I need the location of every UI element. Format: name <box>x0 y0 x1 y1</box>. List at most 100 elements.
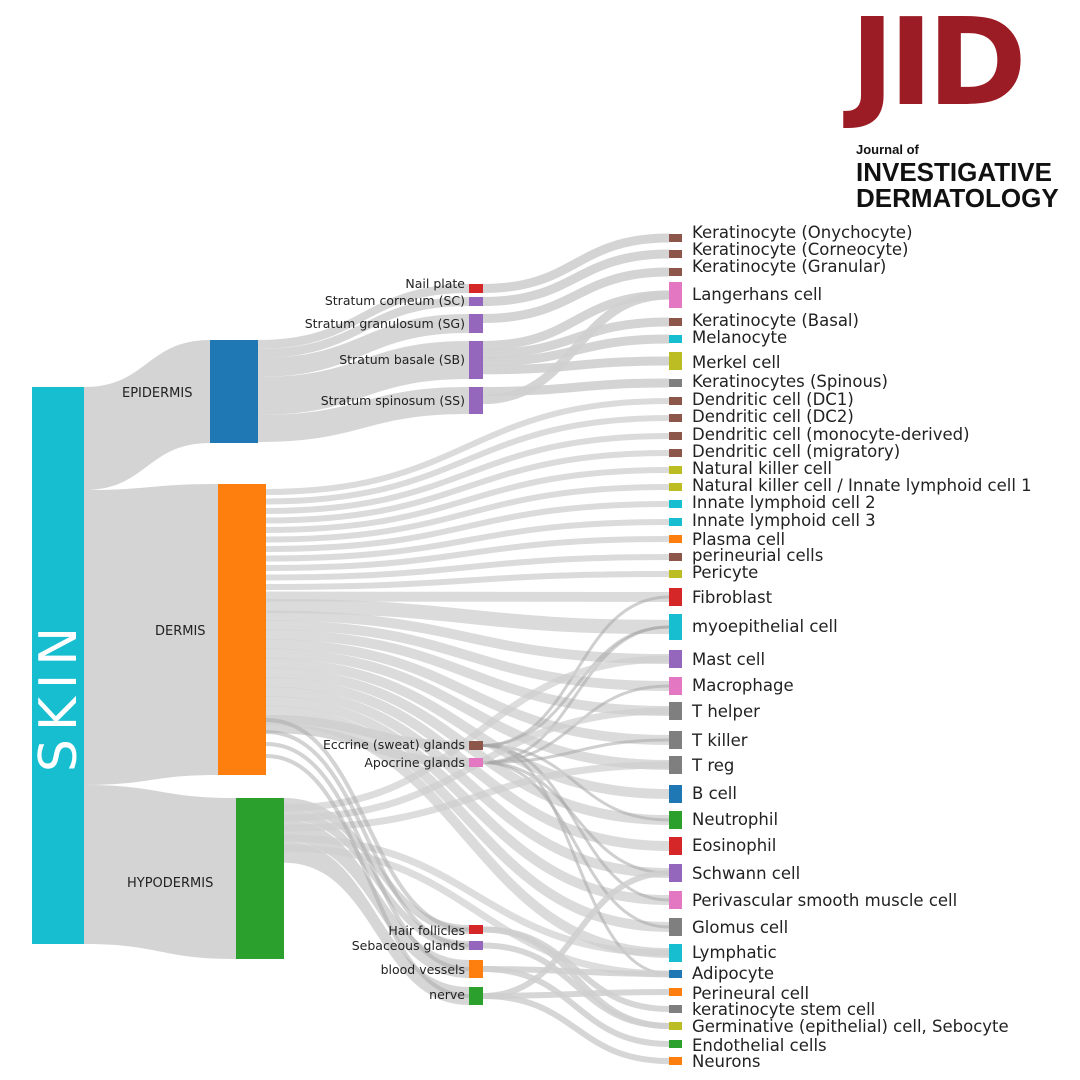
logo-journal-of: Journal of <box>856 142 919 157</box>
root-flows <box>84 340 236 959</box>
flow-epidermis-to-sb <box>258 341 469 415</box>
flow-sb-to-cell-4 <box>482 317 670 359</box>
sg-label: Stratum granulosum (SG) <box>305 316 465 331</box>
cell-node-keratinocyte-basal <box>669 318 682 326</box>
flow-dermis-to-cell-28 <box>265 677 670 851</box>
eccrine-node <box>469 741 483 750</box>
cell-node-plasma-cell <box>669 535 682 543</box>
eccrine-label: Eccrine (sweat) glands <box>323 737 465 752</box>
ss-label: Stratum spinosum (SS) <box>321 393 465 408</box>
cell-label-neurons: Neurons <box>692 1052 761 1071</box>
cell-node-b-cell <box>669 785 682 803</box>
logo-line-dermatology: DERMATOLOGY <box>856 183 1059 213</box>
flow-apocrine-to-cell-31 <box>482 761 670 929</box>
cell-label-dendritic-cell-dc2: Dendritic cell (DC2) <box>692 407 854 426</box>
flow-vessels-to-cell-37 <box>482 966 670 1047</box>
cell-label-t-reg: T reg <box>691 756 734 775</box>
flow-dermis-to-cell-12 <box>265 467 670 533</box>
cell-label-perivascular-smooth-muscle-cell: Perivascular smooth muscle cell <box>692 891 957 910</box>
flow-dermis-to-cell-8 <box>265 398 670 495</box>
flow-dermis-to-sebaceous <box>265 730 470 948</box>
cell-label-fibroblast: Fibroblast <box>692 588 773 607</box>
cell-node-natural-killer-cell <box>669 466 682 474</box>
nerve-label: nerve <box>429 987 465 1002</box>
nail-node <box>469 284 483 293</box>
flow-epidermis-to-nail <box>258 284 469 349</box>
flow-skin-to-hypodermis <box>84 785 236 959</box>
cell-label-t-killer: T killer <box>691 731 748 750</box>
cell-label-natural-killer-cell-innate-lymphoid-cell-1: Natural killer cell / Innate lymphoid ce… <box>692 476 1032 495</box>
cell-node-dendritic-cell-dc1 <box>669 397 682 405</box>
cell-node-perineural-cell <box>669 988 682 996</box>
cell-label-endothelial-cells: Endothelial cells <box>692 1036 827 1055</box>
cell-node-dendritic-cell-dc2 <box>669 414 682 422</box>
sc-node <box>469 297 483 306</box>
cell-node-dendritic-cell-monocyte-derived <box>669 432 682 440</box>
cell-node-endothelial-cells <box>669 1040 682 1048</box>
sg-node <box>469 314 483 333</box>
cell-node-myoepithelial-cell <box>669 614 682 640</box>
flow-epidermis-to-sg <box>258 314 469 377</box>
cell-label-germinative-epithelial-cell-sebocyte: Germinative (epithelial) cell, Sebocyte <box>692 1017 1009 1036</box>
flow-sg-to-cell-2 <box>482 267 670 323</box>
cell-node-neurons <box>669 1057 682 1065</box>
sb-label: Stratum basale (SB) <box>339 352 465 367</box>
flow-dermis-to-cell-25 <box>265 648 670 770</box>
cell-label-schwann-cell: Schwann cell <box>692 864 800 883</box>
hypodermis-label: HYPODERMIS <box>127 876 213 891</box>
cell-node-merkel-cell <box>669 352 682 370</box>
flow-epidermis-to-sc <box>258 297 469 358</box>
flow-dermis-to-vessels <box>265 742 470 971</box>
cell-label-eosinophil: Eosinophil <box>692 836 776 855</box>
flow-dermis-to-cell-29 <box>265 686 670 878</box>
flow-skin-to-dermis <box>84 484 218 785</box>
flow-nerve-to-cell-38 <box>482 993 670 1064</box>
cell-node-keratinocytes-spinous <box>669 379 682 387</box>
cell-label-langerhans-cell: Langerhans cell <box>692 285 822 304</box>
nodes <box>32 234 682 1065</box>
cell-label-glomus-cell: Glomus cell <box>692 918 788 937</box>
cell-label-macrophage: Macrophage <box>692 676 794 695</box>
cell-node-schwann-cell <box>669 864 682 882</box>
cell-label-merkel-cell: Merkel cell <box>692 353 781 372</box>
epidermis-label: EPIDERMIS <box>122 386 192 401</box>
flow-dermis-to-cell-13 <box>265 484 670 543</box>
cell-label-keratinocyte-onychocyte: Keratinocyte (Onychocyte) <box>692 223 913 242</box>
apocrine-node <box>469 758 483 767</box>
cell-node-melanocyte <box>669 335 682 343</box>
cell-node-adipocyte <box>669 970 682 978</box>
ss-node <box>469 387 483 414</box>
cell-node-macrophage <box>669 677 682 695</box>
cell-label-b-cell: B cell <box>692 784 737 803</box>
flow-nerve-to-cell-34 <box>482 989 670 999</box>
cell-label-adipocyte: Adipocyte <box>692 964 774 983</box>
cell-label-plasma-cell: Plasma cell <box>692 530 785 549</box>
flow-epidermis-to-ss <box>258 387 469 442</box>
flow-apocrine-to-cell-24 <box>482 738 670 764</box>
flow-dermis-to-cell-22 <box>265 620 670 691</box>
cell-node-neutrophil <box>669 811 682 829</box>
dermis-node <box>218 484 266 775</box>
hypodermis-node <box>236 798 284 959</box>
flow-dermis-to-cell-17 <box>265 554 670 581</box>
cell-node-perineurial-cells <box>669 553 682 561</box>
cell-node-glomus-cell <box>669 918 682 936</box>
flow-hypodermis-to-cell-33 <box>283 844 670 978</box>
cell-label-innate-lymphoid-cell-3: Innate lymphoid cell 3 <box>692 511 876 530</box>
cell-node-perivascular-smooth-muscle-cell <box>669 891 682 909</box>
flow-hypodermis-to-hair <box>284 798 469 934</box>
cell-label-perineurial-cells: perineurial cells <box>692 546 823 565</box>
flow-dermis-to-hair <box>265 718 470 932</box>
flow-dermis-to-cell-18 <box>265 571 670 590</box>
cell-node-pericyte <box>669 570 682 578</box>
flow-ss-to-cell-3 <box>482 290 670 405</box>
cell-label-keratinocyte-corneocyte: Keratinocyte (Corneocyte) <box>692 240 909 259</box>
cell-node-langerhans-cell <box>669 282 682 308</box>
flow-sc-to-cell-1 <box>482 249 670 306</box>
flow-dermis-to-cell-20 <box>265 598 670 635</box>
cell-node-t-helper <box>669 702 682 720</box>
journal-logo: JID Journal of INVESTIGATIVE DERMATOLOGY <box>850 4 1060 217</box>
cell-node-keratinocyte-corneocyte <box>669 250 682 258</box>
flow-dermis-to-cell-26 <box>265 658 670 799</box>
flow-sebaceous-to-cell-36 <box>482 942 670 1029</box>
